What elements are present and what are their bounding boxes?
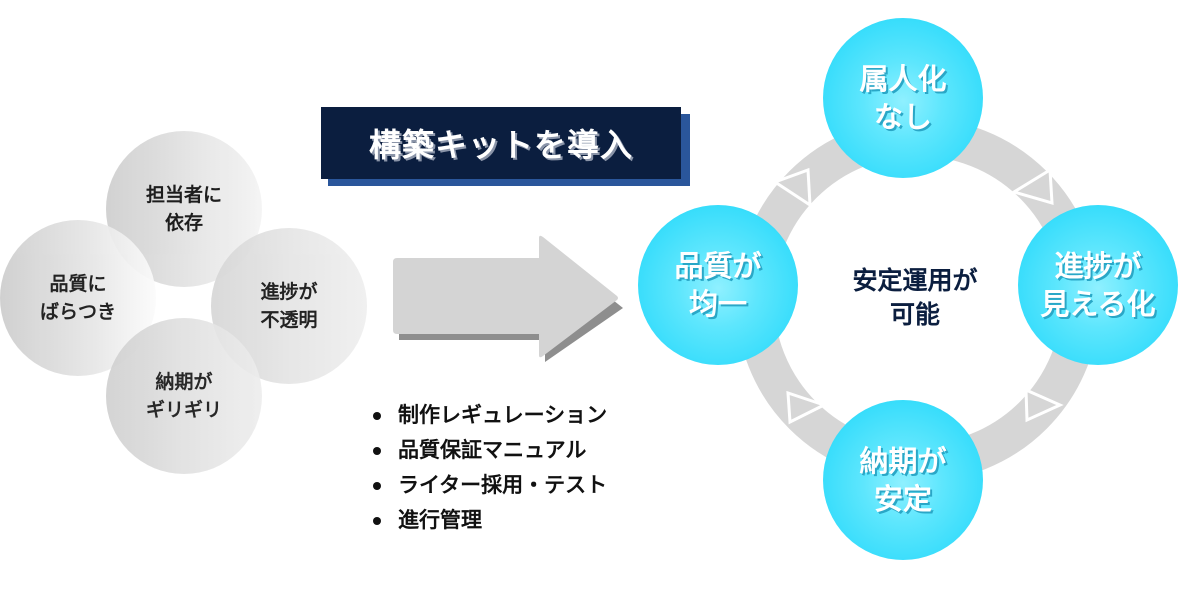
problem-label: 担当者に 依存 [145, 184, 222, 234]
banner-title: 構築キットを導入 [321, 107, 681, 179]
list-item: 制作レギュレーション [370, 398, 607, 433]
problem-label: 納期が ギリギリ [145, 371, 222, 421]
bullet-icon [373, 481, 381, 490]
problem-circle-deadline-tight: 納期が ギリギリ [106, 318, 262, 474]
benefit-label: 属人化 なし [859, 62, 947, 134]
problem-label: 品質に ばらつき [39, 273, 116, 323]
cycle-arrowhead-icon [771, 167, 812, 208]
benefit-label: 進捗が 見える化 [1040, 249, 1156, 321]
benefit-circle-quality-uniform: 品質が 均一 [638, 205, 798, 365]
benefit-circle-progress-visible: 進捗が 見える化 [1018, 205, 1178, 365]
benefit-circle-no-dependency: 属人化 なし [823, 18, 983, 178]
arrow-body [393, 235, 618, 358]
cycle-arrowhead-icon [786, 390, 828, 425]
list-item: ライター採用・テスト [370, 468, 607, 503]
problem-label: 進捗が 不透明 [260, 281, 318, 331]
bullet-icon [373, 516, 381, 525]
benefit-label: 品質が 均一 [674, 249, 762, 321]
bullet-icon [373, 411, 381, 420]
benefit-label: 納期が 安定 [859, 444, 947, 516]
kit-contents-list: 制作レギュレーション 品質保証マニュアル ライター採用・テスト 進行管理 [370, 398, 607, 538]
cycle-arrowhead-icon [1024, 387, 1064, 423]
list-item: 進行管理 [370, 503, 607, 538]
benefit-circle-deadline-stable: 納期が 安定 [823, 400, 983, 560]
bullet-icon [373, 446, 381, 455]
list-item: 品質保証マニュアル [370, 433, 607, 468]
cycle-center-text: 安定運用が 可能 [852, 266, 978, 329]
arrow-right-icon [393, 235, 623, 362]
cycle-arrowhead-icon [1010, 167, 1054, 206]
